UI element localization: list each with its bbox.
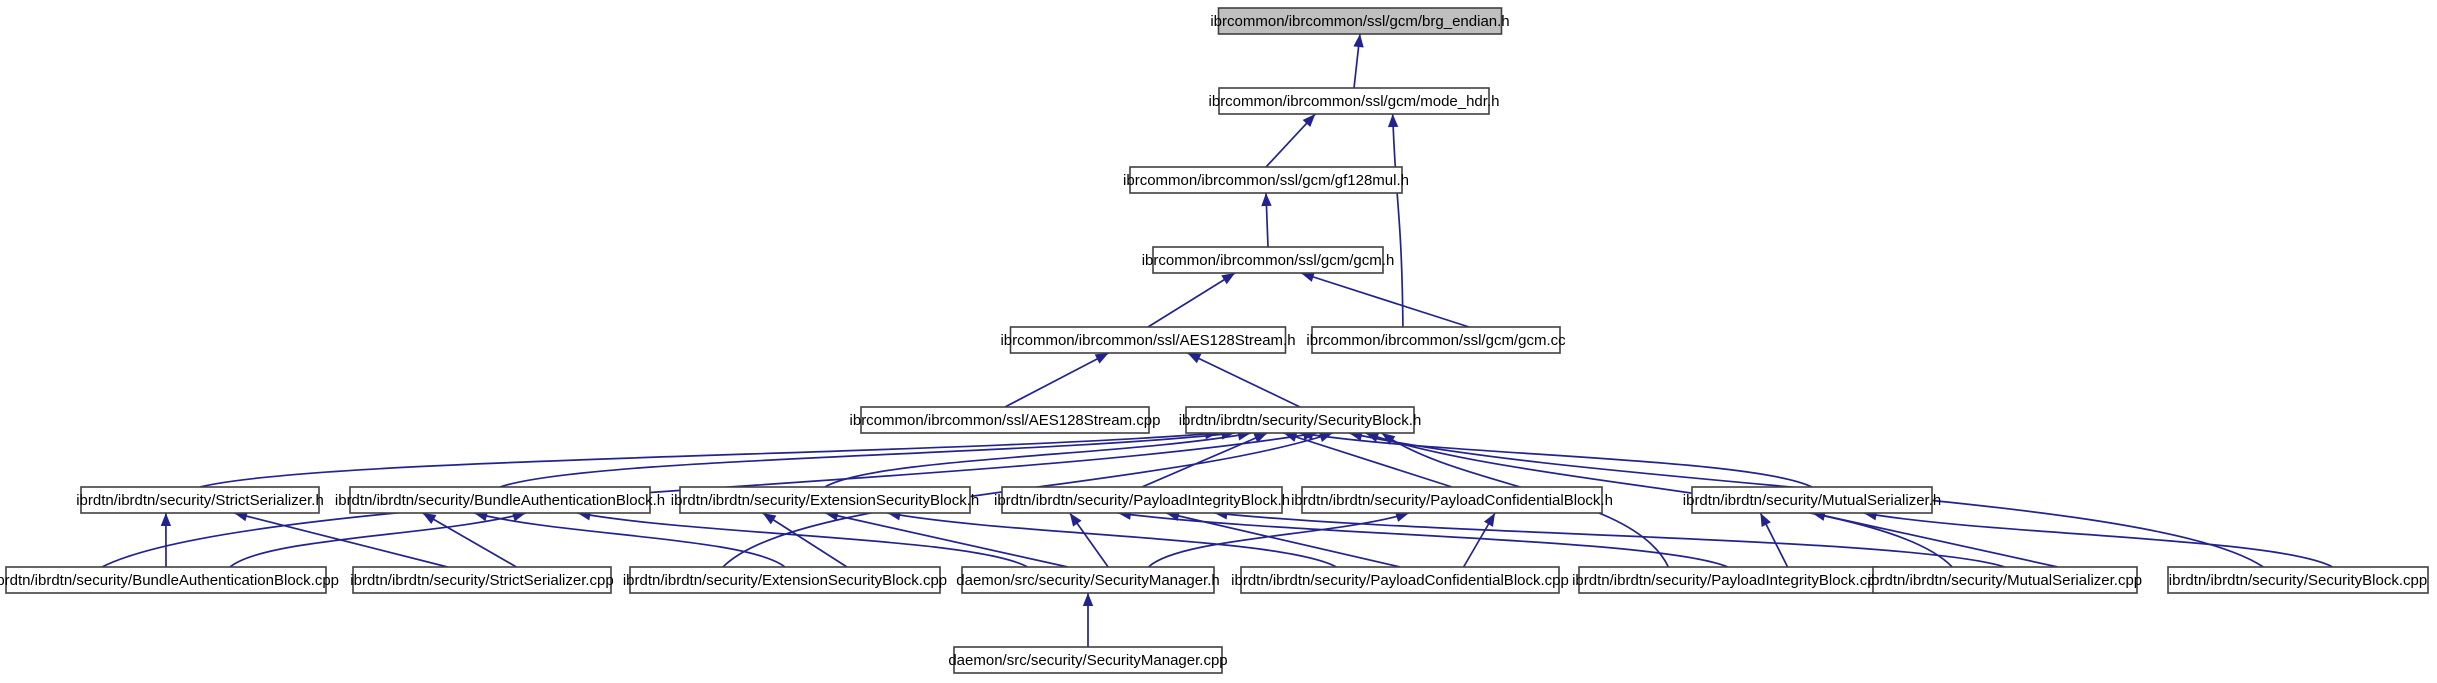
graph-node-gf128mul[interactable]: ibrcommon/ibrcommon/ssl/gcm/gf128mul.h: [1123, 166, 1409, 194]
node-label: daemon/src/security/SecurityManager.h: [956, 572, 1219, 589]
graph-edge: [229, 511, 527, 568]
graph-edge: [199, 428, 1219, 488]
graph-node-brg_endian[interactable]: ibrcommon/ibrcommon/ssl/gcm/brg_endian.h: [1210, 7, 1510, 35]
node-box[interactable]: [80, 486, 320, 514]
node-label: ibrcommon/ibrcommon/ssl/gcm/brg_endian.h: [1210, 13, 1509, 30]
graph-edge: [887, 510, 1337, 568]
node-label: ibrcommon/ibrcommon/ssl/gcm/gf128mul.h: [1123, 172, 1409, 189]
graph-node-payloadconf_cpp[interactable]: ibrdtn/ibrdtn/security/PayloadConfidenti…: [1231, 566, 1569, 594]
graph-edge: [160, 512, 172, 568]
graph-node-extsec_h[interactable]: ibrdtn/ibrdtn/security/ExtensionSecurity…: [671, 486, 979, 514]
graph-node-payloadconf_h[interactable]: ibrdtn/ibrdtn/security/PayloadConfidenti…: [1291, 486, 1613, 514]
node-label: ibrdtn/ibrdtn/security/MutualSerializer.…: [1683, 492, 1941, 509]
node-box[interactable]: [1578, 566, 1878, 594]
node-box[interactable]: [1185, 406, 1415, 434]
node-label: ibrdtn/ibrdtn/security/MutualSerializer.…: [1868, 572, 2142, 589]
graph-edge: [1147, 272, 1236, 328]
node-box[interactable]: [349, 486, 651, 514]
node-label: ibrcommon/ibrcommon/ssl/gcm/gcm.h: [1142, 252, 1395, 269]
graph-node-aes128stream_h[interactable]: ibrcommon/ibrcommon/ssl/AES128Stream.h: [1000, 326, 1296, 354]
graph-edge: [1261, 192, 1272, 248]
graph-edge: [1117, 509, 1729, 568]
graph-node-strictserializer_cpp[interactable]: ibrdtn/ibrdtn/security/StrictSerializer.…: [350, 566, 614, 594]
node-box[interactable]: [1152, 246, 1384, 274]
node-box[interactable]: [1311, 326, 1561, 354]
node-box[interactable]: [1129, 166, 1403, 194]
node-box[interactable]: [2167, 566, 2429, 594]
node-label: ibrdtn/ibrdtn/security/PayloadIntegrityB…: [994, 492, 1290, 509]
node-label: ibrdtn/ibrdtn/security/StrictSerializer.…: [350, 572, 613, 589]
graph-node-securityblock_cpp[interactable]: ibrdtn/ibrdtn/security/SecurityBlock.cpp: [2167, 566, 2429, 594]
graph-edge: [1300, 272, 1470, 328]
graph-edge: [824, 510, 1069, 568]
node-box[interactable]: [1009, 326, 1287, 354]
graph-edge: [1147, 511, 1410, 568]
graph-edge: [1187, 352, 1301, 408]
graph-edge: [422, 512, 517, 568]
node-box[interactable]: [1872, 566, 2138, 594]
node-label: ibrdtn/ibrdtn/security/BundleAuthenticat…: [0, 572, 339, 589]
node-box[interactable]: [1301, 486, 1603, 514]
graph-edge: [762, 512, 848, 568]
graph-node-mode_hdr[interactable]: ibrcommon/ibrcommon/ssl/gcm/mode_hdr.h: [1209, 87, 1500, 115]
graph-edge: [1069, 512, 1109, 568]
node-box[interactable]: [352, 566, 612, 594]
node-box[interactable]: [5, 566, 327, 594]
graph-edge: [1004, 352, 1109, 408]
graph-edge: [1082, 593, 1094, 647]
graph-node-extsec_cpp[interactable]: ibrdtn/ibrdtn/security/ExtensionSecurity…: [623, 566, 947, 594]
graph-edge: [824, 430, 1252, 488]
graph-node-securityblock_h[interactable]: ibrdtn/ibrdtn/security/SecurityBlock.h: [1179, 406, 1422, 434]
node-box[interactable]: [1240, 566, 1560, 594]
node-label: ibrdtn/ibrdtn/security/PayloadConfidenti…: [1231, 572, 1569, 589]
node-box[interactable]: [629, 566, 941, 594]
graph-edge: [1141, 432, 1268, 488]
graph-edge: [1265, 113, 1316, 168]
graph-node-bundleauth_h[interactable]: ibrdtn/ibrdtn/security/BundleAuthenticat…: [335, 486, 665, 514]
node-label: ibrdtn/ibrdtn/security/StrictSerializer.…: [76, 492, 324, 509]
node-box[interactable]: [953, 646, 1223, 674]
graph-node-strictserializer_h[interactable]: ibrdtn/ibrdtn/security/StrictSerializer.…: [76, 486, 324, 514]
node-label: ibrcommon/ibrcommon/ssl/gcm/mode_hdr.h: [1209, 93, 1500, 110]
node-label: ibrcommon/ibrcommon/ssl/AES128Stream.h: [1000, 332, 1295, 349]
node-label: ibrdtn/ibrdtn/security/SecurityBlock.cpp: [2169, 572, 2427, 589]
graph-node-payloadint_cpp[interactable]: ibrdtn/ibrdtn/security/PayloadIntegrityB…: [1572, 566, 1884, 594]
graph-edge: [722, 432, 1333, 568]
graph-edge: [1811, 510, 2058, 568]
graph-edge: [1462, 512, 1496, 568]
graph-node-securitymanager_cpp[interactable]: daemon/src/security/SecurityManager.cpp: [948, 646, 1228, 674]
node-box[interactable]: [1001, 486, 1283, 514]
node-label: ibrdtn/ibrdtn/security/PayloadIntegrityB…: [1572, 572, 1884, 589]
graph-node-payloadint_h[interactable]: ibrdtn/ibrdtn/security/PayloadIntegrityB…: [994, 486, 1290, 514]
node-box[interactable]: [679, 486, 971, 514]
graph-node-gcm_h[interactable]: ibrcommon/ibrcommon/ssl/gcm/gcm.h: [1142, 246, 1395, 274]
graph-edge: [1863, 510, 2334, 568]
graph-node-mutualser_h[interactable]: ibrdtn/ibrdtn/security/MutualSerializer.…: [1683, 486, 1941, 514]
graph-edge: [473, 511, 786, 568]
node-layer: ibrcommon/ibrcommon/ssl/gcm/brg_endian.h…: [0, 7, 2429, 674]
graph-edge: [1759, 512, 1789, 568]
node-label: ibrdtn/ibrdtn/security/SecurityBlock.h: [1179, 412, 1422, 429]
node-box[interactable]: [1691, 486, 1933, 514]
node-label: ibrcommon/ibrcommon/ssl/gcm/gcm.cc: [1306, 332, 1566, 349]
node-label: ibrdtn/ibrdtn/security/ExtensionSecurity…: [623, 572, 947, 589]
node-box[interactable]: [1217, 7, 1503, 35]
graph-node-aes128stream_cpp[interactable]: ibrcommon/ibrcommon/ssl/AES128Stream.cpp: [850, 406, 1161, 434]
node-label: ibrcommon/ibrcommon/ssl/AES128Stream.cpp: [850, 412, 1161, 429]
graph-edge: [1353, 33, 1364, 89]
graph-node-securitymanager_h[interactable]: daemon/src/security/SecurityManager.h: [956, 566, 1220, 594]
node-box[interactable]: [1218, 87, 1490, 115]
graph-node-bundleauth_cpp[interactable]: ibrdtn/ibrdtn/security/BundleAuthenticat…: [0, 566, 339, 594]
node-label: ibrdtn/ibrdtn/security/BundleAuthenticat…: [335, 492, 665, 509]
node-box[interactable]: [961, 566, 1215, 594]
graph-node-mutualser_cpp[interactable]: ibrdtn/ibrdtn/security/MutualSerializer.…: [1868, 566, 2142, 594]
node-box[interactable]: [860, 406, 1150, 434]
node-label: ibrdtn/ibrdtn/security/PayloadConfidenti…: [1291, 492, 1613, 509]
graph-edge: [1387, 113, 1404, 328]
node-label: daemon/src/security/SecurityManager.cpp: [948, 652, 1227, 669]
graph-node-gcm_cc[interactable]: ibrcommon/ibrcommon/ssl/gcm/gcm.cc: [1306, 326, 1566, 354]
node-label: ibrdtn/ibrdtn/security/ExtensionSecurity…: [671, 492, 979, 509]
